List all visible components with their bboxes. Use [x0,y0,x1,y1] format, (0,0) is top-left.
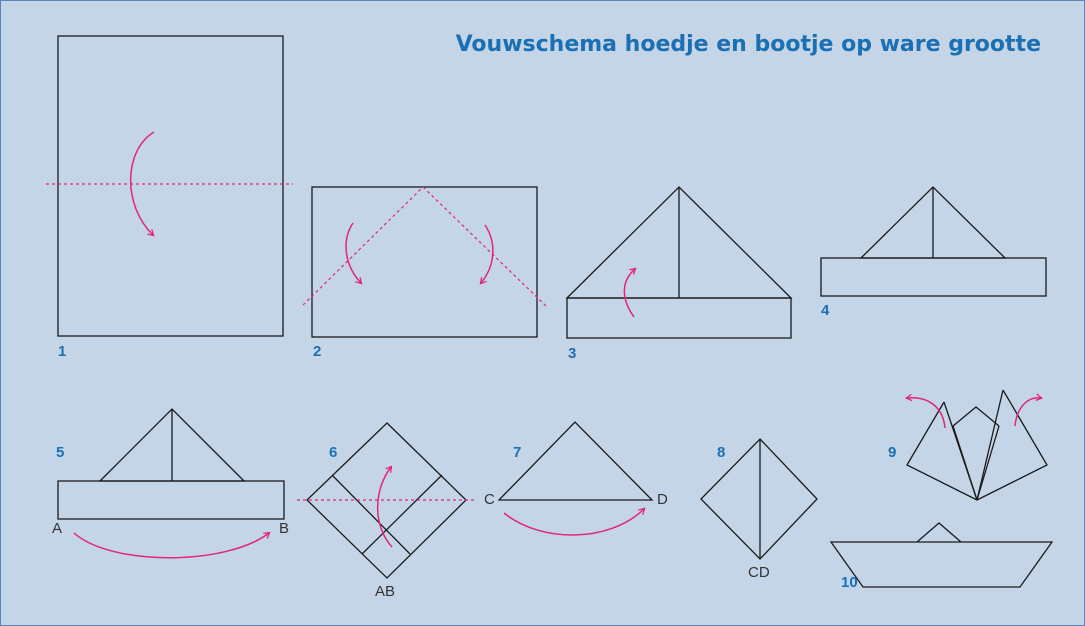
step-6-figure [297,422,477,579]
step-5-figure [57,408,285,559]
folded-sheet [311,186,538,338]
step-1-figure [46,35,293,337]
point-label-a: A [52,520,63,537]
point-label-cd: CD [748,564,770,581]
point-label-b: B [279,520,290,537]
fold-arrow [503,507,646,536]
point-label-c: C [484,491,495,508]
step-8-figure [700,438,818,560]
inner-peak [952,406,1000,427]
pull-arrow-right [1014,393,1044,427]
step-number-2: 2 [313,343,322,360]
boat-sail [916,522,962,543]
step-number-4: 4 [821,302,830,319]
inner-line-2 [361,474,443,555]
fold-line-right [422,186,547,307]
step-number-1: 1 [58,343,67,360]
boat-hull [829,541,1054,588]
outline [906,389,1048,501]
page-title: Vouwschema hoedje en bootje op ware groo… [455,32,1041,57]
inner-line-1 [331,474,411,555]
brim [566,297,792,339]
triangle [497,421,654,501]
brim [57,480,285,520]
step-number-10: 10 [841,574,858,591]
fold-arrow [129,131,155,237]
step-number-7: 7 [513,444,522,461]
brim [820,257,1047,297]
step-4-figure [820,186,1047,297]
step-2-figure [302,186,547,338]
fold-arrow-left [345,222,363,285]
pull-arrow-left [904,393,946,429]
fold-arrow [376,465,393,548]
inner-line-right [976,425,1000,501]
step-number-9: 9 [888,444,897,461]
step-7-figure [497,421,654,536]
step-number-6: 6 [329,444,338,461]
step-3-figure [565,186,793,339]
point-label-d: D [657,491,668,508]
step-number-3: 3 [568,345,577,362]
step-10-figure [829,522,1054,588]
inner-line-left [952,425,978,501]
fold-arrow [623,267,637,318]
point-label-ab: AB [375,583,396,600]
fold-arrow [73,531,271,559]
fold-line-left [302,186,424,306]
fold-arrow-right [479,224,494,285]
step-9-figure [904,389,1048,501]
right-fold-line [976,389,1004,501]
paper-sheet [57,35,284,337]
diamond [306,422,467,579]
step-number-8: 8 [717,444,726,461]
step-number-5: 5 [56,444,65,461]
